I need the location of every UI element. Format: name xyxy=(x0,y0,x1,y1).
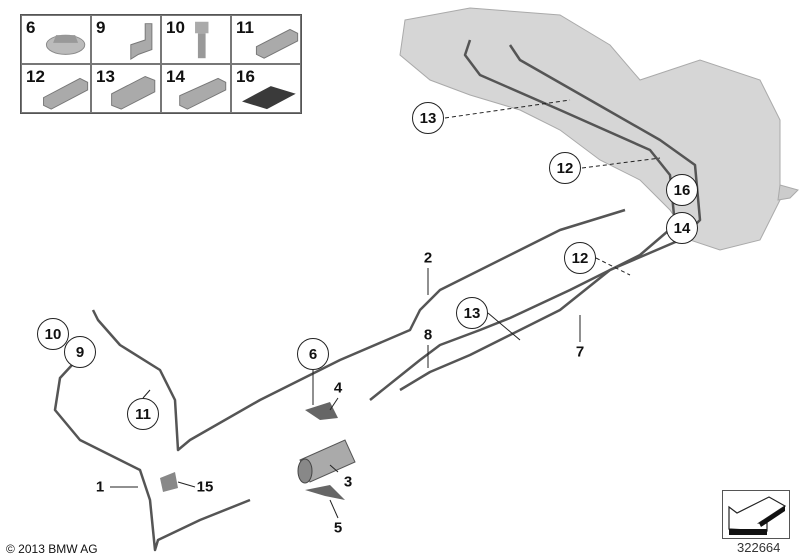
legend-cell-12: 12 xyxy=(21,64,91,113)
legend-cell-14: 14 xyxy=(161,64,231,113)
callout-15[interactable]: 15 xyxy=(196,478,214,496)
callout-6[interactable]: 6 xyxy=(297,338,329,370)
callout-5[interactable]: 5 xyxy=(333,519,343,537)
image-number: 322664 xyxy=(737,540,781,555)
legend-cell-16: 16 xyxy=(231,64,301,113)
legend-cell-13: 13 xyxy=(91,64,161,113)
callout-11[interactable]: 11 xyxy=(127,398,159,430)
callout-14[interactable]: 14 xyxy=(666,212,698,244)
leader-lines xyxy=(110,99,661,519)
legend-cell-9: 9 xyxy=(91,15,161,64)
callout-7[interactable]: 7 xyxy=(575,343,585,361)
parts-legend-grid: 6 9 10 11 12 13 14 16 xyxy=(20,14,302,114)
bracket-4 xyxy=(305,402,338,420)
callout-8[interactable]: 8 xyxy=(423,326,433,344)
callout-16[interactable]: 16 xyxy=(666,174,698,206)
callout-4[interactable]: 4 xyxy=(333,379,343,397)
callout-13-lower[interactable]: 13 xyxy=(456,297,488,329)
legend-cell-10: 10 xyxy=(161,15,231,64)
legend-cell-11: 11 xyxy=(231,15,301,64)
fuel-filter xyxy=(297,439,356,484)
legend-cell-6: 6 xyxy=(21,15,91,64)
fuel-tank xyxy=(399,7,781,251)
callout-12-lower[interactable]: 12 xyxy=(564,242,596,274)
navigation-arrow-button[interactable] xyxy=(722,490,790,539)
callout-9[interactable]: 9 xyxy=(64,336,96,368)
clip-15 xyxy=(160,472,178,492)
callout-1[interactable]: 1 xyxy=(95,478,105,496)
copyright: © 2013 BMW AG xyxy=(6,542,98,556)
callout-3[interactable]: 3 xyxy=(343,473,353,491)
arrow-down-left-icon xyxy=(728,496,787,535)
bracket-5 xyxy=(305,485,345,500)
callout-2[interactable]: 2 xyxy=(423,249,433,267)
callout-12-upper[interactable]: 12 xyxy=(549,152,581,184)
callout-10[interactable]: 10 xyxy=(37,318,69,350)
callout-13-upper[interactable]: 13 xyxy=(412,102,444,134)
